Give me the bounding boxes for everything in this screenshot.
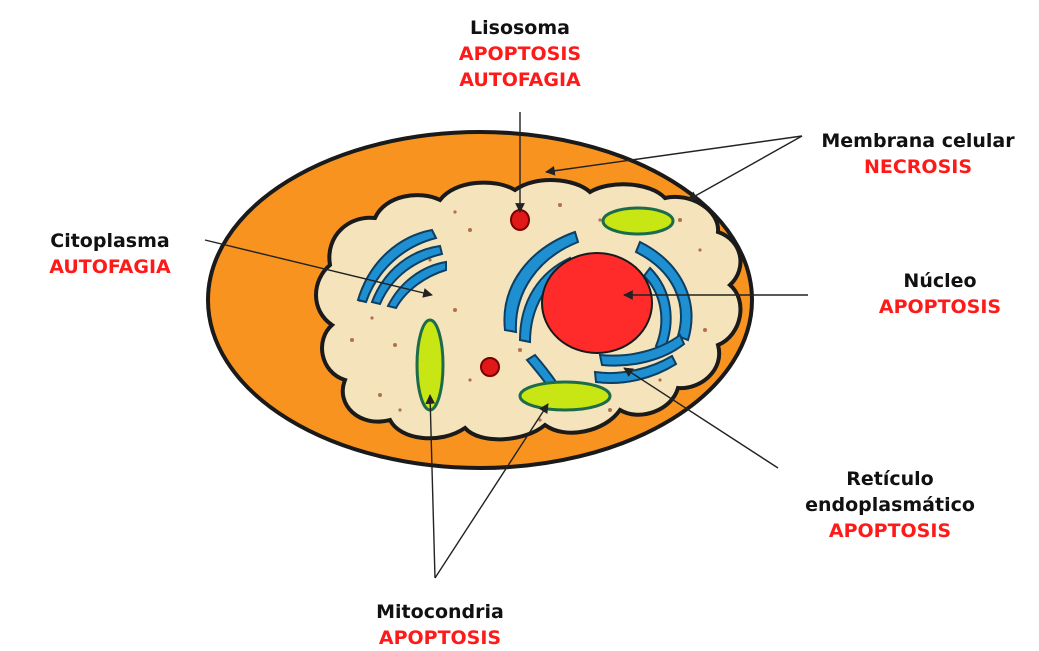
label-membrana-process: NECROSIS [808, 154, 1028, 180]
label-lisosoma-process-1: APOPTOSIS [420, 41, 620, 67]
label-mitocondria-process: APOPTOSIS [340, 625, 540, 651]
label-nucleo-name: Núcleo [850, 268, 1030, 294]
label-mitocondria-name: Mitocondria [340, 599, 540, 625]
label-citoplasma-name: Citoplasma [20, 228, 200, 254]
label-mitocondria: Mitocondria APOPTOSIS [340, 599, 540, 651]
label-membrana-name: Membrana celular [808, 128, 1028, 154]
label-lisosoma-process-2: AUTOFAGIA [420, 67, 620, 93]
label-reticulo-name-line-2: endoplasmático [790, 492, 990, 518]
label-reticulo: Retículo endoplasmático APOPTOSIS [790, 466, 990, 544]
label-citoplasma: Citoplasma AUTOFAGIA [20, 228, 200, 280]
nucleus [542, 253, 652, 353]
label-reticulo-name-line-1: Retículo [790, 466, 990, 492]
label-nucleo: Núcleo APOPTOSIS [850, 268, 1030, 320]
label-citoplasma-process: AUTOFAGIA [20, 254, 200, 280]
label-lisosoma: Lisosoma APOPTOSIS AUTOFAGIA [420, 15, 620, 93]
label-lisosoma-name: Lisosoma [420, 15, 620, 41]
label-membrana: Membrana celular NECROSIS [808, 128, 1028, 180]
label-nucleo-process: APOPTOSIS [850, 294, 1030, 320]
label-reticulo-process: APOPTOSIS [790, 518, 990, 544]
